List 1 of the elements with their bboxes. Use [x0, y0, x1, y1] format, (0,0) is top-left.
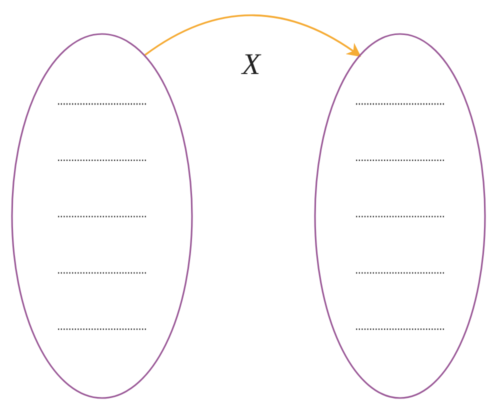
arrow	[144, 14, 362, 57]
